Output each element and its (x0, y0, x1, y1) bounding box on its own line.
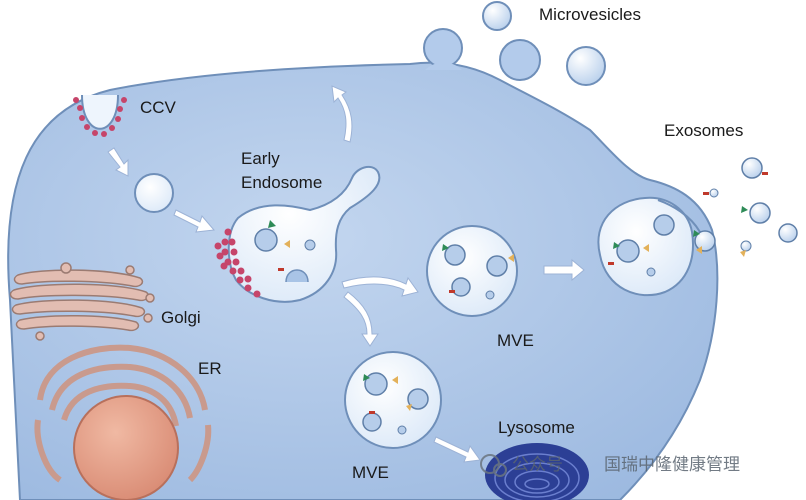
endoplasmic-reticulum (34, 344, 212, 483)
watermark-prefix: 公众号 (512, 455, 563, 475)
label-lysosome: Lysosome (498, 418, 575, 437)
endocytic-vesicle (134, 173, 174, 213)
golgi-apparatus (9, 262, 155, 341)
wechat-icon-inner (493, 463, 507, 477)
microvesicle-buds (423, 28, 541, 81)
label-mve-right: MVE (497, 331, 534, 350)
pathway-arrows (107, 85, 585, 463)
label-exosomes: Exosomes (664, 121, 743, 140)
label-ccv: CCV (140, 98, 177, 117)
mve-fusing-with-membrane (597, 196, 701, 297)
clathrin-coated-vesicle-pit (73, 94, 127, 137)
label-early-endosome-line1: Early (241, 149, 280, 168)
early-endosome (214, 165, 381, 303)
mve-right (426, 225, 518, 317)
watermark: 公众号 国瑞中隆健康管理 (480, 454, 740, 477)
mve-bottom (344, 351, 442, 449)
microvesicle (482, 1, 512, 31)
nucleus (73, 395, 179, 500)
label-early-endosome-line2: Endosome (241, 173, 322, 192)
watermark-name: 国瑞中隆健康管理 (604, 455, 740, 475)
label-microvesicles: Microvesicles (539, 5, 641, 24)
label-mve-bottom: MVE (352, 463, 389, 482)
label-er: ER (198, 359, 222, 378)
lysosome (485, 443, 589, 500)
microvesicle (566, 46, 606, 86)
label-golgi: Golgi (161, 308, 201, 327)
exosomes-released (693, 157, 798, 257)
